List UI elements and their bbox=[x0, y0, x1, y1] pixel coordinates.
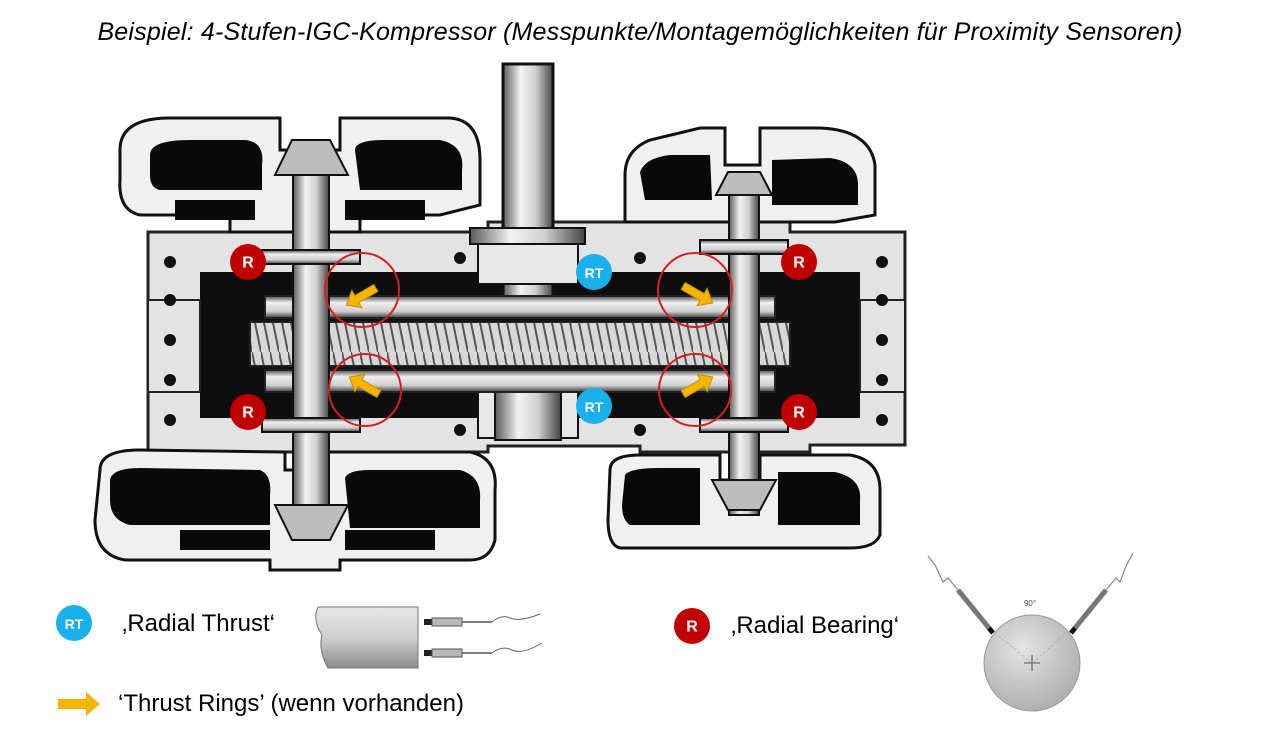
legend-radial-bearing-marker: R bbox=[674, 608, 710, 644]
drive-shaft bbox=[469, 62, 586, 441]
legend-radial-bearing-label: ‚Radial Bearing‘ bbox=[731, 612, 900, 639]
bull-gear bbox=[249, 295, 791, 393]
pinion-shaft-left bbox=[261, 139, 361, 541]
inset-angle-label: 90° bbox=[1024, 599, 1036, 608]
svg-text:R: R bbox=[686, 619, 698, 636]
probe-upper bbox=[424, 613, 541, 627]
thrust-ring-arrow-lower-left bbox=[348, 373, 382, 399]
marker-radial-bearing-upper-right: R bbox=[781, 244, 817, 280]
legend-radial-thrust-marker: RT bbox=[56, 605, 92, 641]
axial-probe-illustration bbox=[315, 606, 543, 669]
highlight-circle-lower-right bbox=[658, 353, 732, 427]
inset-probe-right bbox=[1069, 552, 1134, 635]
highlight-circle-lower-left bbox=[328, 353, 402, 427]
marker-radial-bearing-upper-left: R bbox=[230, 244, 266, 280]
inset-probe-left bbox=[927, 555, 995, 635]
thrust-ring-highlights bbox=[324, 252, 733, 427]
pinion-shaft-right bbox=[699, 171, 789, 516]
thrust-ring-arrow-lower-right bbox=[680, 373, 714, 399]
thrust-ring-arrows bbox=[345, 281, 714, 399]
svg-text:RT: RT bbox=[585, 265, 604, 281]
svg-text:RT: RT bbox=[585, 399, 604, 415]
marker-radial-bearing-lower-left: R bbox=[230, 394, 266, 430]
legend-radial-thrust-label: ‚Radial Thrust‘ bbox=[122, 610, 275, 637]
legend-thrust-ring-arrow bbox=[58, 692, 100, 716]
svg-text:RT: RT bbox=[65, 616, 84, 632]
legend-thrust-rings-label: ‘Thrust Rings’ (wenn vorhanden) bbox=[118, 690, 464, 717]
highlight-circle-upper-left bbox=[324, 252, 400, 328]
radial-probe-inset: 90° bbox=[927, 552, 1134, 712]
thrust-ring-arrow-upper-right bbox=[680, 281, 714, 307]
marker-radial-thrust-lower: RT bbox=[576, 388, 612, 424]
highlight-circle-upper-right bbox=[657, 252, 733, 328]
svg-text:R: R bbox=[242, 255, 254, 272]
page-title: Beispiel: 4-Stufen-IGC-Kompressor (Messp… bbox=[97, 18, 1183, 46]
svg-text:R: R bbox=[793, 405, 805, 422]
marker-radial-bearing-lower-right: R bbox=[781, 394, 817, 430]
marker-radial-thrust-upper: RT bbox=[576, 254, 612, 290]
thrust-ring-arrow-upper-left bbox=[345, 283, 379, 309]
svg-text:R: R bbox=[242, 405, 254, 422]
probe-lower bbox=[424, 642, 543, 658]
svg-text:R: R bbox=[793, 255, 805, 272]
